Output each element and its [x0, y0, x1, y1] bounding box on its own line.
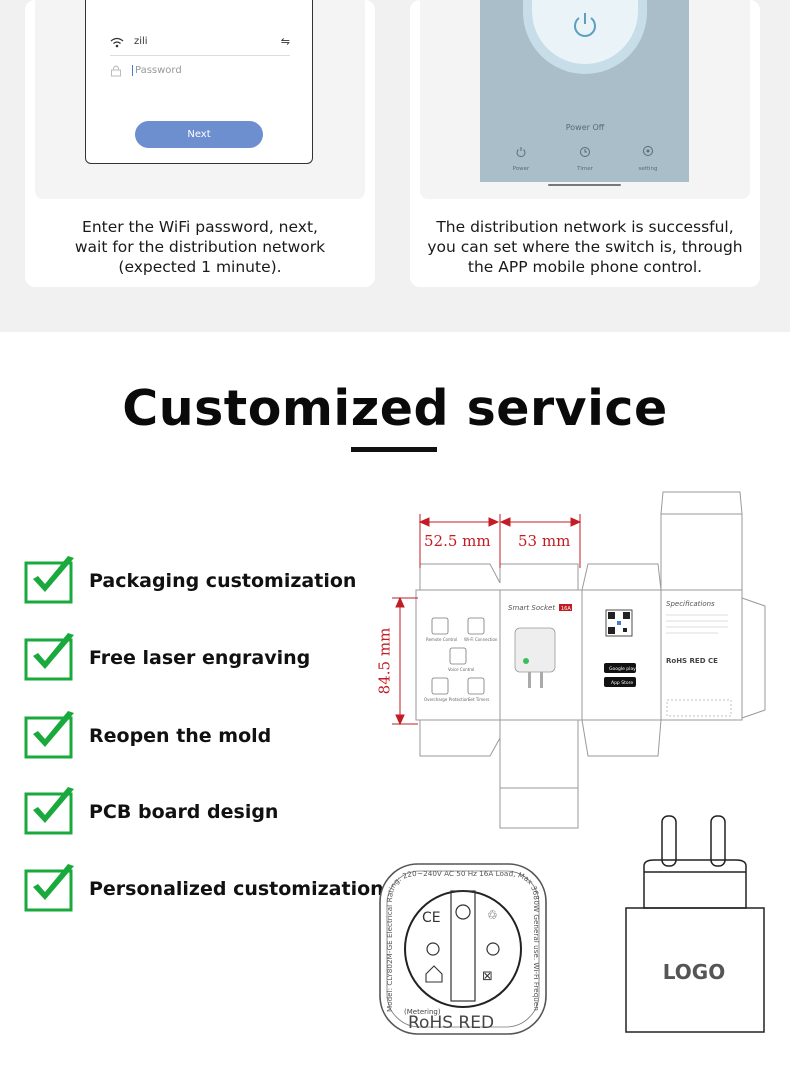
divider [110, 55, 290, 56]
section-title: Customized service [122, 380, 668, 437]
step-caption-left: Enter the WiFi password, next, wait for … [25, 217, 375, 277]
title-underline [351, 447, 437, 452]
feature-item: Packaging customization [24, 554, 384, 606]
checkmark-icon [24, 556, 74, 604]
dim-height: 84.5 mm [375, 627, 394, 695]
feature-item: Personalized customization [24, 862, 384, 914]
wifi-icon [110, 37, 124, 48]
next-button[interactable]: Next [135, 121, 263, 148]
feature-label: Packaging customization [89, 570, 357, 592]
power-status: Power Off [565, 123, 605, 132]
packaging-dieline: Remote Control Wi-Fi Connection Voice Co… [392, 491, 766, 829]
pkg-icon-label: Overcharge Protection [424, 697, 469, 702]
caption-line: Enter the WiFi password, next, [82, 218, 318, 236]
socket-face-engraving: CE ⊠ ♲ (Metering) RoHS RED Model: CLY802… [378, 862, 547, 1035]
power-icon [574, 13, 596, 37]
pkg-icon-label: Remote Control [426, 637, 457, 642]
step-caption-right: The distribution network is successful, … [410, 217, 760, 277]
setting-label: setting [638, 166, 658, 172]
plug-logo: LOGO [662, 960, 726, 984]
plug-drawing [625, 815, 765, 1033]
recycle-icon: ♲ [487, 908, 498, 922]
svg-text:App Store: App Store [611, 680, 633, 686]
wifi-network-row[interactable]: zili ⇋ [110, 35, 290, 56]
feature-label: PCB board design [89, 801, 279, 823]
feature-label: Reopen the mold [89, 725, 272, 747]
pkg-brand: Smart Socket [508, 604, 555, 612]
home-icon [425, 965, 443, 983]
pkg-cert: RoHS RED CE [666, 657, 718, 665]
power-label: Power [512, 166, 530, 172]
pkg-icon-label: Set Timers [468, 697, 489, 702]
caption-line: the APP mobile phone control. [467, 258, 703, 276]
ground-icon [455, 904, 471, 920]
caption-line: (expected 1 minute). [118, 258, 282, 276]
pkg-socket-image [514, 627, 556, 673]
checkmark-icon [24, 711, 74, 759]
feature-label: Free laser engraving [89, 647, 311, 669]
caption-line: you can set where the switch is, through [427, 238, 743, 256]
checkmark-icon [24, 864, 74, 912]
timer-icon[interactable] [579, 146, 591, 158]
svg-text:Google play: Google play [609, 666, 636, 672]
dim-width-right: 53 mm [518, 532, 571, 550]
metering-label: (Metering) [404, 1008, 441, 1016]
ce-mark: CE [422, 910, 441, 926]
wifi-network-name: zili [134, 36, 148, 47]
feature-item: Free laser engraving [24, 631, 384, 683]
timer-label: Timer [577, 166, 593, 172]
feature-item: PCB board design [24, 785, 384, 837]
feature-label: Personalized customization [89, 878, 384, 900]
setting-icon[interactable] [642, 145, 654, 157]
google-play-badge [604, 663, 636, 673]
power-small-icon[interactable] [515, 146, 527, 158]
dim-width-left: 52.5 mm [424, 532, 491, 550]
caption-line: wait for the distribution network [74, 238, 326, 256]
pkg-icon-label: Wi-Fi Connection [464, 637, 498, 642]
caption-line: The distribution network is successful, [436, 218, 734, 236]
svg-text:16A: 16A [561, 606, 571, 612]
feature-item: Reopen the mold [24, 709, 384, 761]
swap-icon[interactable]: ⇋ [280, 35, 290, 48]
weee-bin-icon: ⊠ [482, 969, 493, 984]
checkmark-icon [24, 633, 74, 681]
pkg-icon-label: Voice Control [448, 667, 474, 672]
pkg-brand-badge [559, 604, 572, 611]
checkmark-icon [24, 787, 74, 835]
lock-icon [111, 65, 121, 77]
pkg-specs-title: Specifications [666, 600, 715, 608]
app-store-badge [604, 677, 636, 687]
password-row: Password [110, 64, 290, 80]
home-indicator [548, 184, 621, 186]
password-input[interactable]: Password [132, 65, 182, 76]
engraving-cert: RoHS RED [408, 1013, 494, 1033]
